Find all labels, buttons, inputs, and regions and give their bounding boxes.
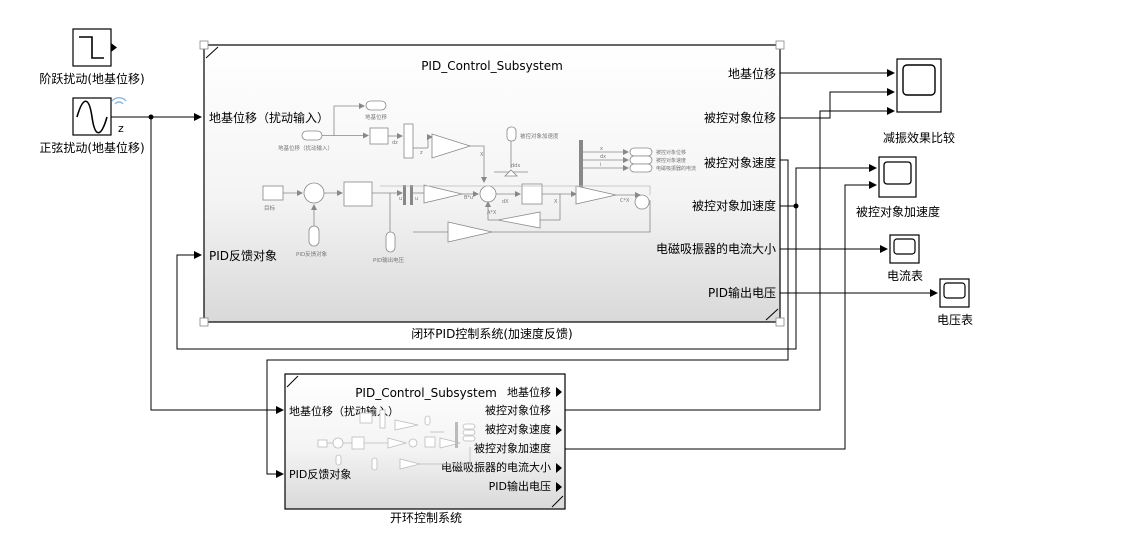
- open-loop-output-voltage: PID输出电压: [489, 479, 551, 493]
- inner-mux-label-3: 电磁吸振器的电流: [656, 165, 696, 172]
- scope-acceleration[interactable]: [878, 156, 917, 198]
- open-loop-input-feedback: PID反馈对象: [289, 467, 351, 481]
- resize-handle[interactable]: [199, 40, 209, 50]
- resize-handle[interactable]: [775, 317, 785, 327]
- svg-text:A*X: A*X: [487, 210, 497, 216]
- svg-text:dX: dX: [502, 199, 509, 205]
- scope-vibration-compare-label: 减振效果比较: [883, 130, 955, 145]
- step-output-port[interactable]: [111, 43, 117, 52]
- inner-accel-tag: 被控对象加速度: [520, 132, 559, 140]
- scope-acceleration-label: 被控对象加速度: [856, 204, 940, 219]
- svg-text:dx: dx: [600, 154, 606, 160]
- inner-mux-label-1: 被控对象位移: [656, 149, 686, 156]
- closed-loop-output-displacement: 被控对象位移: [704, 110, 776, 125]
- closed-loop-inner-diagram: 地基位移（扰动输入） 地基位移 dz z X 被控对象加速度 ddx x dx …: [262, 100, 696, 264]
- inner-input-label: 地基位移（扰动输入）: [278, 144, 333, 152]
- scope-voltmeter[interactable]: [939, 278, 970, 308]
- svg-text:B*u: B*u: [464, 195, 473, 201]
- svg-text:z: z: [420, 150, 423, 156]
- scope-screen-icon: [943, 282, 966, 299]
- svg-text:i: i: [600, 162, 601, 168]
- svg-text:dz: dz: [392, 140, 398, 146]
- svg-text:u: u: [415, 196, 418, 202]
- closed-loop-output-ground: 地基位移: [728, 66, 776, 81]
- sine-port-label: z: [118, 122, 124, 135]
- step-block[interactable]: [72, 28, 117, 67]
- svg-text:X: X: [480, 152, 484, 158]
- closed-loop-title: PID_Control_Subsystem: [421, 59, 563, 73]
- svg-text:ddx: ddx: [511, 163, 520, 169]
- open-loop-output-velocity: 被控对象速度: [485, 422, 551, 436]
- scope-vibration-compare[interactable]: [896, 58, 942, 113]
- svg-text:u: u: [399, 196, 402, 202]
- inner-ground-tag: 地基位移: [365, 113, 388, 121]
- open-loop-caption: 开环控制系统: [390, 511, 462, 525]
- closed-loop-caption: 闭环PID控制系统(加速度反馈): [411, 326, 572, 341]
- svg-text:X: X: [554, 199, 558, 205]
- step-label: 阶跃扰动(地基位移): [39, 71, 144, 86]
- open-loop-output-ports[interactable]: [556, 387, 562, 492]
- open-loop-output-current: 电磁吸振器的电流大小: [441, 460, 551, 474]
- closed-loop-input-feedback: PID反馈对象: [209, 249, 277, 263]
- inner-pid-output: PID输出电压: [373, 256, 405, 264]
- open-loop-output-displacement: 被控对象位移: [485, 403, 551, 417]
- sine-label: 正弦扰动(地基位移): [39, 140, 144, 155]
- inner-mux-label-2: 被控对象速度: [656, 157, 686, 164]
- open-loop-output-ground: 地基位移: [507, 385, 551, 399]
- scope-voltmeter-label: 电压表: [937, 313, 973, 327]
- closed-loop-output-voltage: PID输出电压: [708, 285, 776, 300]
- closed-loop-output-acceleration: 被控对象加速度: [692, 198, 776, 213]
- closed-loop-output-velocity: 被控对象速度: [704, 155, 776, 170]
- open-loop-title: PID_Control_Subsystem: [355, 386, 497, 400]
- scope-screen-icon: [883, 161, 912, 185]
- scope-ammeter-label: 电流表: [887, 269, 923, 283]
- step-icon: [79, 36, 104, 59]
- closed-loop-subsystem[interactable]: [199, 40, 785, 327]
- signal-wires[interactable]: [111, 69, 938, 478]
- resize-handle[interactable]: [775, 40, 785, 50]
- closed-loop-input-disturbance: 地基位移（扰动输入）: [209, 110, 329, 125]
- sine-block[interactable]: [72, 97, 112, 136]
- open-loop-output-acceleration: 被控对象加速度: [474, 441, 551, 455]
- scope-ammeter[interactable]: [889, 234, 920, 264]
- scope-screen-icon: [893, 238, 916, 255]
- open-loop-inner-diagram: [317, 409, 476, 471]
- inner-target-label: 目标: [264, 204, 276, 212]
- closed-loop-output-current: 电磁吸振器的电流大小: [656, 241, 776, 256]
- signal-log-icon: [111, 97, 127, 105]
- inner-pid-feedback: PID反馈对象: [296, 250, 328, 258]
- resize-handle[interactable]: [199, 317, 209, 327]
- svg-text:x: x: [600, 146, 603, 152]
- scope-screen-icon: [902, 64, 936, 96]
- sine-wave-icon: [76, 100, 108, 134]
- svg-text:C*X: C*X: [620, 198, 630, 204]
